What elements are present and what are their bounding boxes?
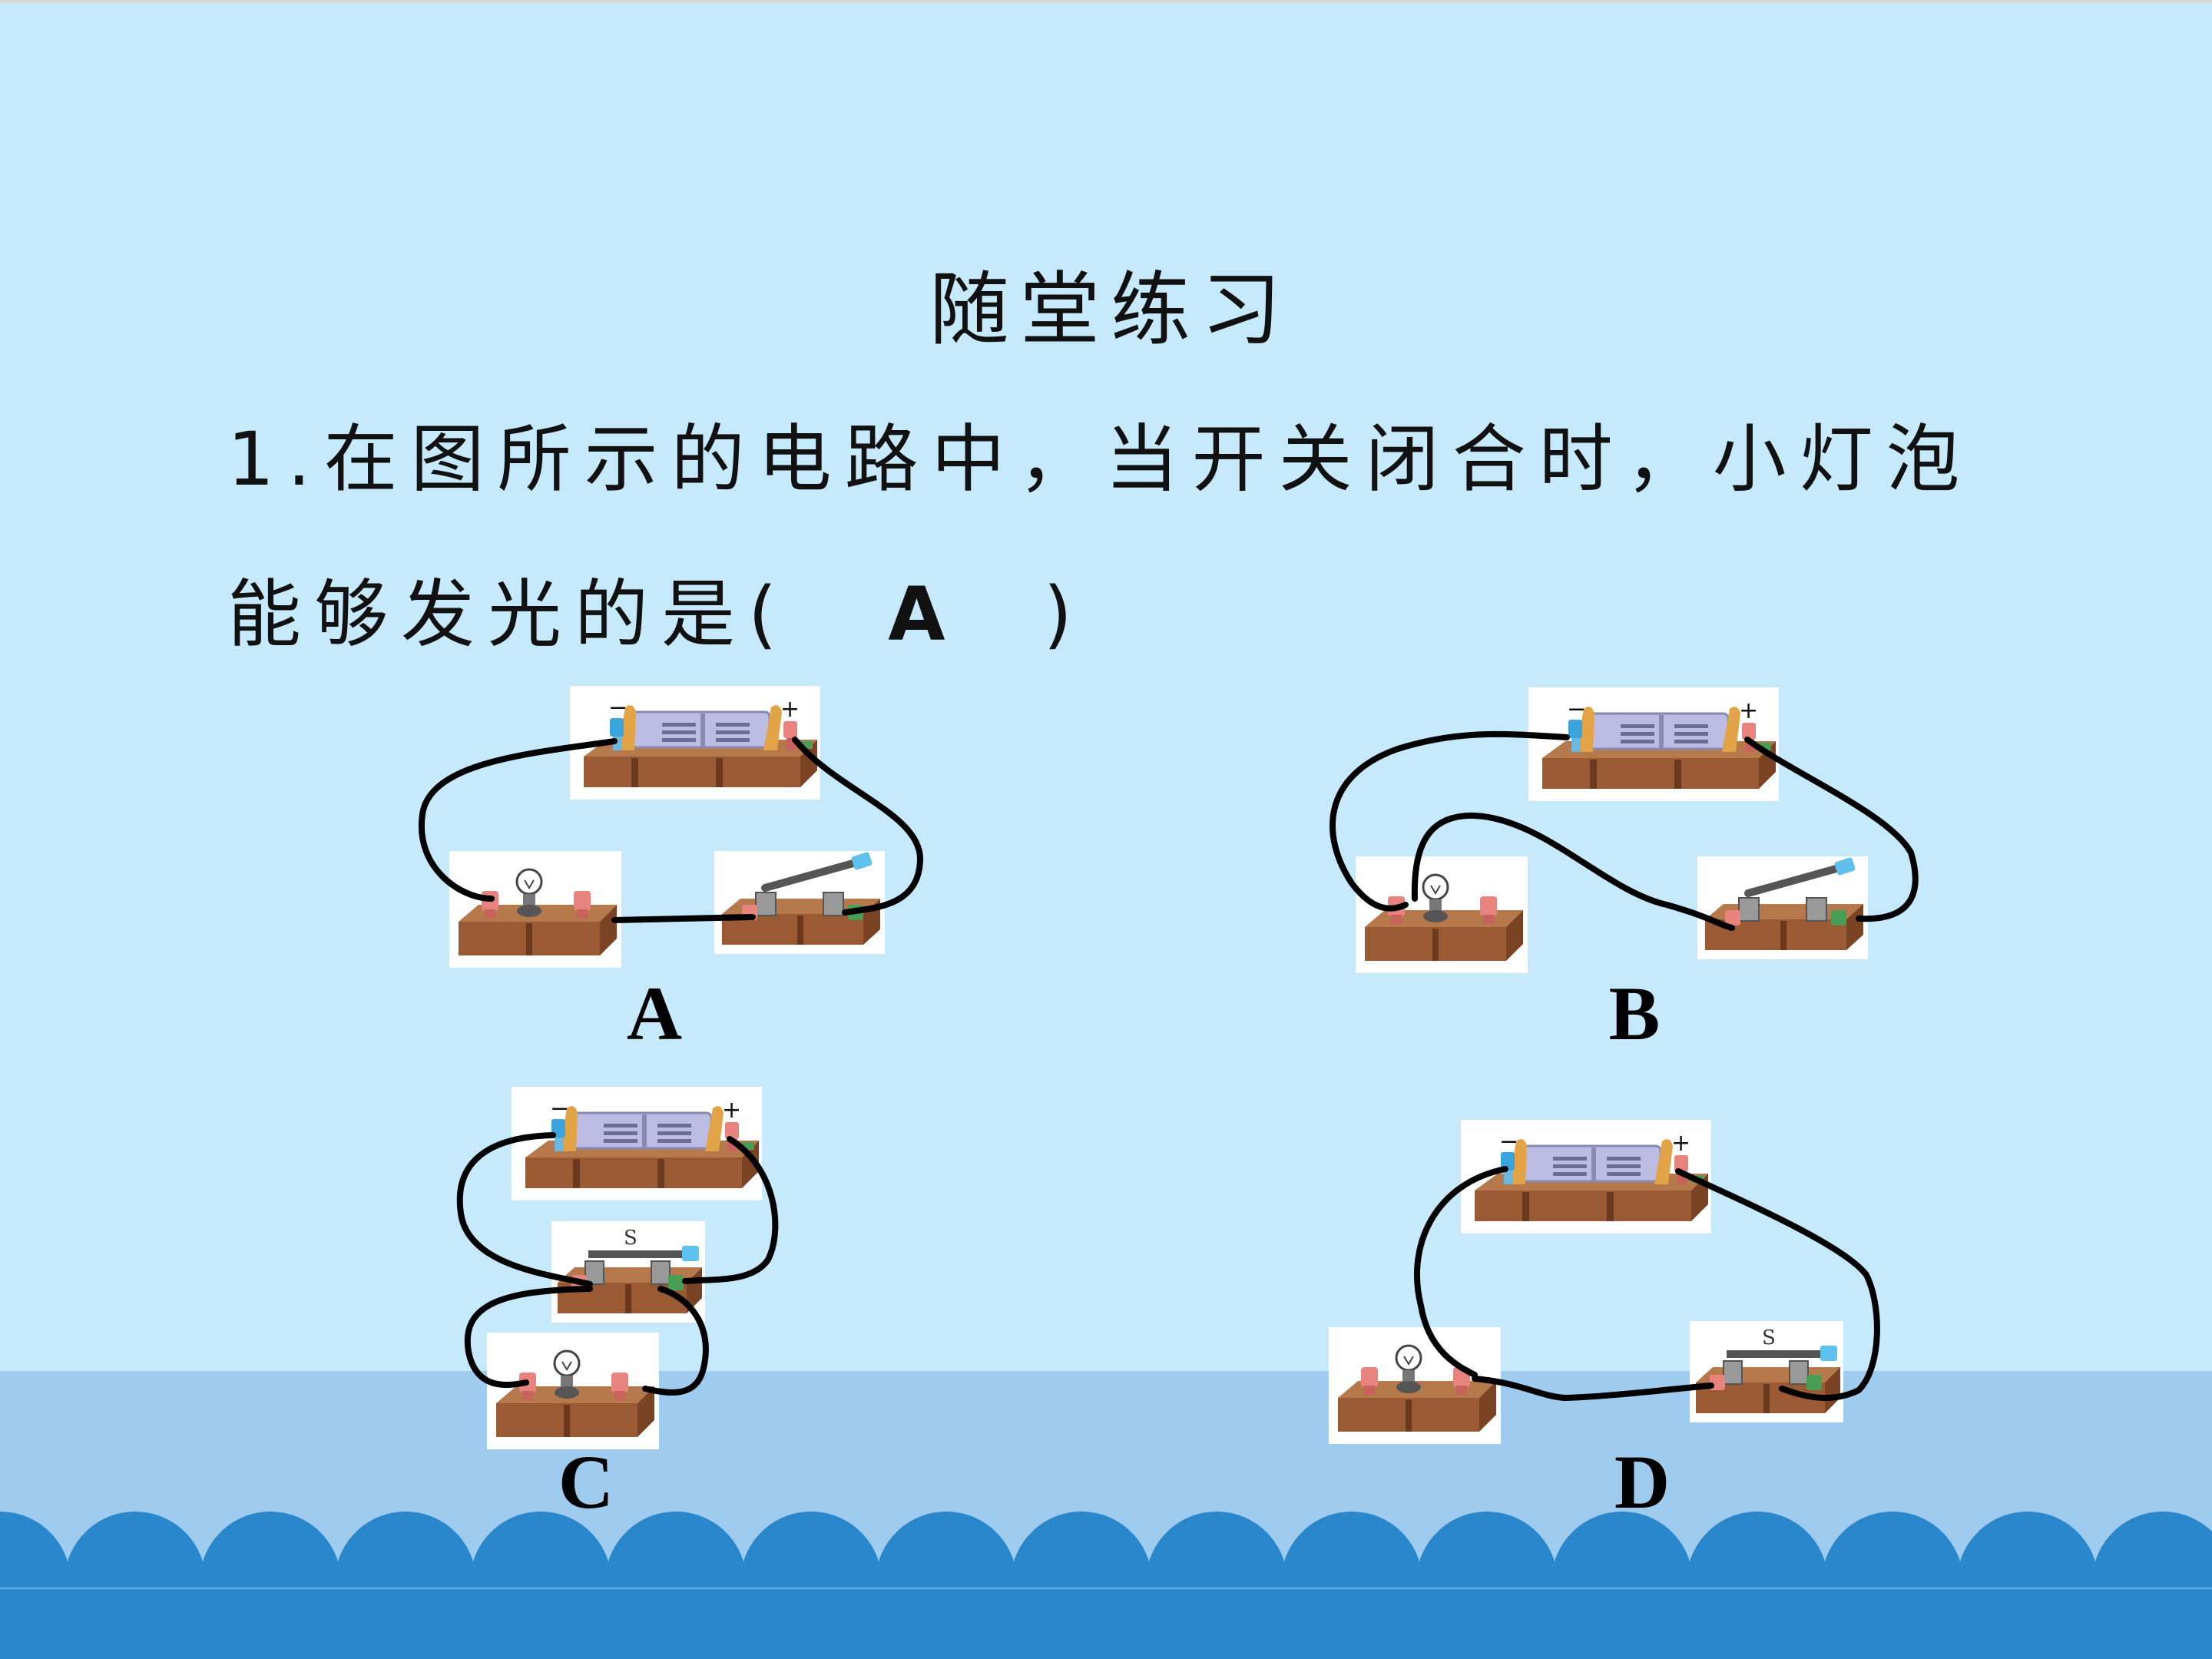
option-label-d: D (1614, 1439, 1671, 1525)
circuit-c (456, 1085, 779, 1451)
question-close-paren: ) (1043, 571, 1085, 657)
circuit-d (1327, 1118, 1880, 1445)
top-border-line (0, 0, 2212, 3)
question-prefix: 能够发光的是( (227, 571, 790, 657)
circuit-b (1330, 686, 1919, 975)
question-line-1: 1.在图所示的电路中，当开关闭合时，小灯泡 (227, 416, 1973, 502)
slide-title: 随堂练习 (929, 263, 1293, 356)
option-label-c: C (558, 1439, 614, 1525)
wave-decoration (0, 1512, 2212, 1659)
answer-value: A (888, 571, 945, 657)
option-label-a: A (626, 971, 683, 1056)
circuit-a (418, 684, 924, 969)
question-line-2: 能够发光的是( A) (227, 555, 1085, 661)
option-label-b: B (1608, 971, 1661, 1056)
